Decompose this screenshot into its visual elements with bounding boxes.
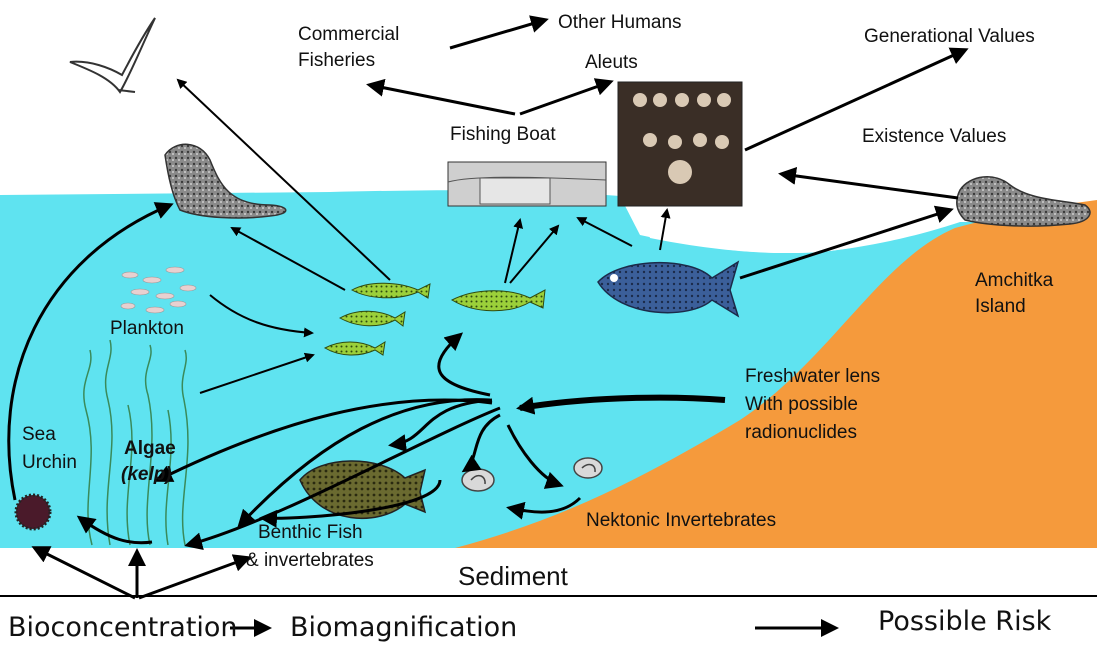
seal-icon-left (164, 143, 287, 219)
nektonic-invertebrate-icons (461, 457, 603, 492)
label-algae-2: (kelp) (121, 464, 172, 485)
label-aleuts: Aleuts (585, 52, 638, 73)
label-amchitka-2: Island (975, 296, 1026, 317)
label-commercial-fisheries-2: Fisheries (298, 50, 376, 71)
shore (640, 205, 960, 254)
footer-biomagnification: Biomagnification (290, 612, 518, 643)
label-amchitka-1: Amchitka (975, 270, 1054, 291)
label-benthic-2: & invertebrates (246, 550, 374, 571)
label-plankton: Plankton (110, 318, 184, 339)
predator-fish-icon (597, 260, 740, 318)
label-commercial-fisheries-1: Commercial (298, 24, 400, 45)
label-sea-urchin-2: Urchin (22, 452, 77, 473)
seal-icon-right (955, 176, 1091, 227)
label-fishing-boat: Fishing Boat (450, 124, 556, 145)
small-fish-group (323, 282, 546, 356)
label-other-humans: Other Humans (558, 12, 682, 33)
arrows-thin (176, 78, 671, 394)
label-freshwater-2: With possible (745, 394, 858, 415)
kelp-icon (83, 339, 189, 546)
label-freshwater-1: Freshwater lens (745, 366, 881, 387)
label-sediment: Sediment (458, 561, 568, 591)
label-freshwater-3: radionuclides (745, 422, 857, 443)
plankton-icon (120, 266, 197, 314)
sea-urchin-icon (14, 493, 52, 531)
label-algae-1: Algae (124, 438, 176, 459)
flatfish-icon (299, 460, 427, 520)
label-generational-values: Generational Values (864, 26, 1035, 47)
amchitka-island (455, 200, 1097, 548)
aleuts-photo (617, 81, 743, 207)
label-nektonic-invertebrates: Nektonic Invertebrates (586, 510, 777, 531)
seabird-icon (69, 17, 156, 94)
label-existence-values: Existence Values (862, 126, 1007, 147)
footer-possible-risk: Possible Risk (878, 606, 1052, 637)
label-benthic-1: Benthic Fish (258, 522, 363, 543)
label-sea-urchin-1: Sea (22, 424, 56, 445)
fishing-boat-icon (447, 161, 607, 207)
footer-bioconcentration: Bioconcentration (8, 612, 238, 643)
arrows-thick (7, 15, 969, 637)
